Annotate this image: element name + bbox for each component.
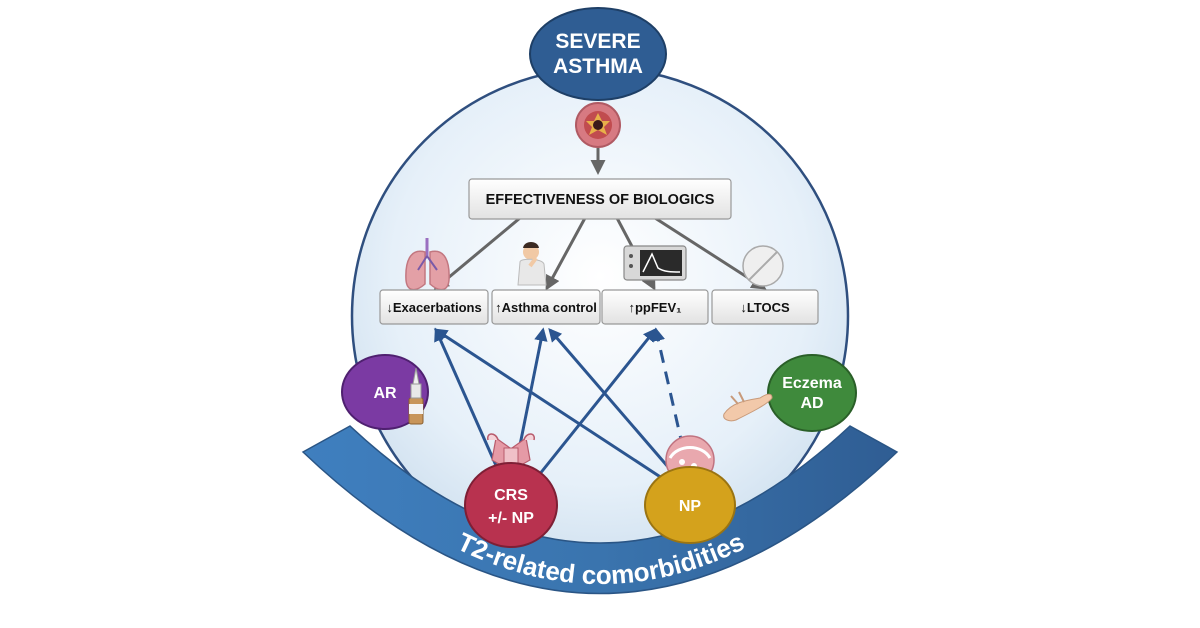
crs-line2: +/- NP	[488, 510, 534, 527]
severe-asthma-line2: ASTHMA	[553, 55, 643, 78]
arrow-crs-to-exacerbations	[434, 327, 500, 471]
arrow-crs-to-ppfev1	[533, 327, 657, 481]
outcome-exacerbations: ↓Exacerbations	[379, 289, 489, 325]
arm-skin-icon	[723, 391, 773, 422]
blue-arrows	[433, 327, 690, 482]
effectiveness-label: EFFECTIVENESS OF BIOLOGICS	[486, 192, 715, 208]
np-label: NP	[679, 498, 702, 515]
coughing-person-icon	[517, 242, 547, 286]
eczema-line1: Eczema	[782, 375, 842, 392]
arrow-np-to-exacerbations	[433, 328, 666, 482]
outcome-ltocs: ↓LTOCS	[711, 289, 819, 325]
ar-node: AR	[341, 354, 429, 430]
effectiveness-box: EFFECTIVENESS OF BIOLOGICS	[468, 178, 732, 220]
crs-np-node: CRS +/- NP	[464, 462, 558, 548]
outcome-asthma-control: ↑Asthma control	[491, 289, 601, 325]
eczema-line2: AD	[800, 395, 823, 412]
arrow-box-to-exacerbations	[433, 216, 521, 290]
severe-asthma-ellipse	[529, 7, 667, 101]
outcome-exacerbations-label: ↓Exacerbations	[386, 300, 481, 315]
severe-asthma-line1: SEVERE	[555, 30, 640, 53]
ar-label: AR	[373, 385, 397, 402]
outcome-ppfev1: ↑ppFEV₁	[601, 289, 709, 325]
crs-line1: CRS	[494, 487, 528, 504]
outcome-ltocs-label: ↓LTOCS	[740, 300, 790, 315]
np-node: NP	[644, 466, 736, 544]
outcome-asthma-control-label: ↑Asthma control	[495, 300, 597, 315]
eczema-ad-node: Eczema AD	[767, 354, 857, 432]
spirometer-monitor-icon	[623, 245, 687, 281]
lungs-icon	[405, 238, 450, 291]
airway-inflamed-icon	[575, 102, 621, 148]
arrow-box-to-asthma-control	[545, 217, 587, 291]
outcome-ppfev1-label: ↑ppFEV₁	[628, 300, 681, 315]
pill-tablet-icon	[742, 245, 784, 287]
severe-asthma-node: SEVERE ASTHMA	[529, 7, 667, 101]
arrow-np-to-asthma-control	[548, 327, 677, 476]
nasal-spray-icon	[408, 367, 424, 425]
